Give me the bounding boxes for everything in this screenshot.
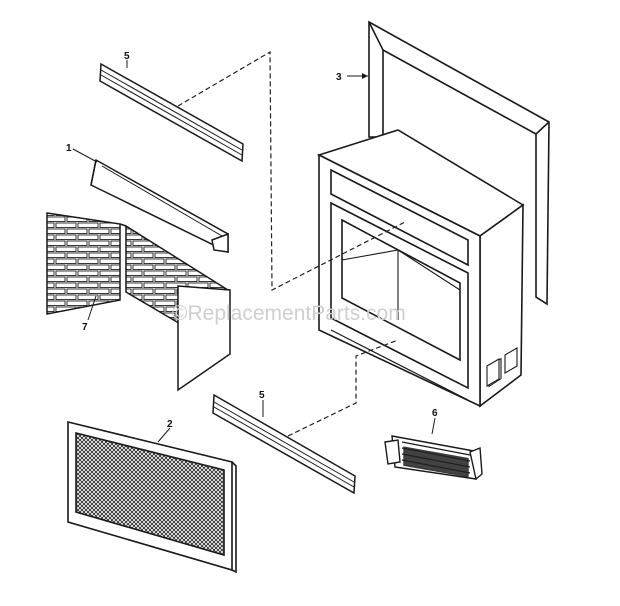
assembly-guide-lines	[177, 50, 406, 437]
mesh-screen-part-2	[67, 420, 237, 574]
hood-deflector-part-1	[90, 158, 229, 254]
watermark: ©ReplacementParts.com	[172, 302, 406, 325]
callout-3: 3	[336, 72, 342, 83]
callout-5-upper: 5	[124, 51, 130, 62]
callout-5-lower: 5	[259, 390, 265, 401]
callout-2: 2	[167, 419, 173, 430]
arrow-head	[362, 73, 368, 79]
firebox-body	[316, 129, 525, 408]
callout-7: 7	[82, 322, 88, 333]
trim-strip-part-5-lower	[212, 393, 356, 495]
callout-6: 6	[432, 408, 438, 419]
callout-1: 1	[66, 143, 72, 154]
blower-part-6	[384, 435, 483, 481]
brick-panels-part-7	[46, 212, 231, 392]
leader-lines	[72, 60, 436, 443]
trim-strip-part-5-upper	[99, 62, 244, 163]
